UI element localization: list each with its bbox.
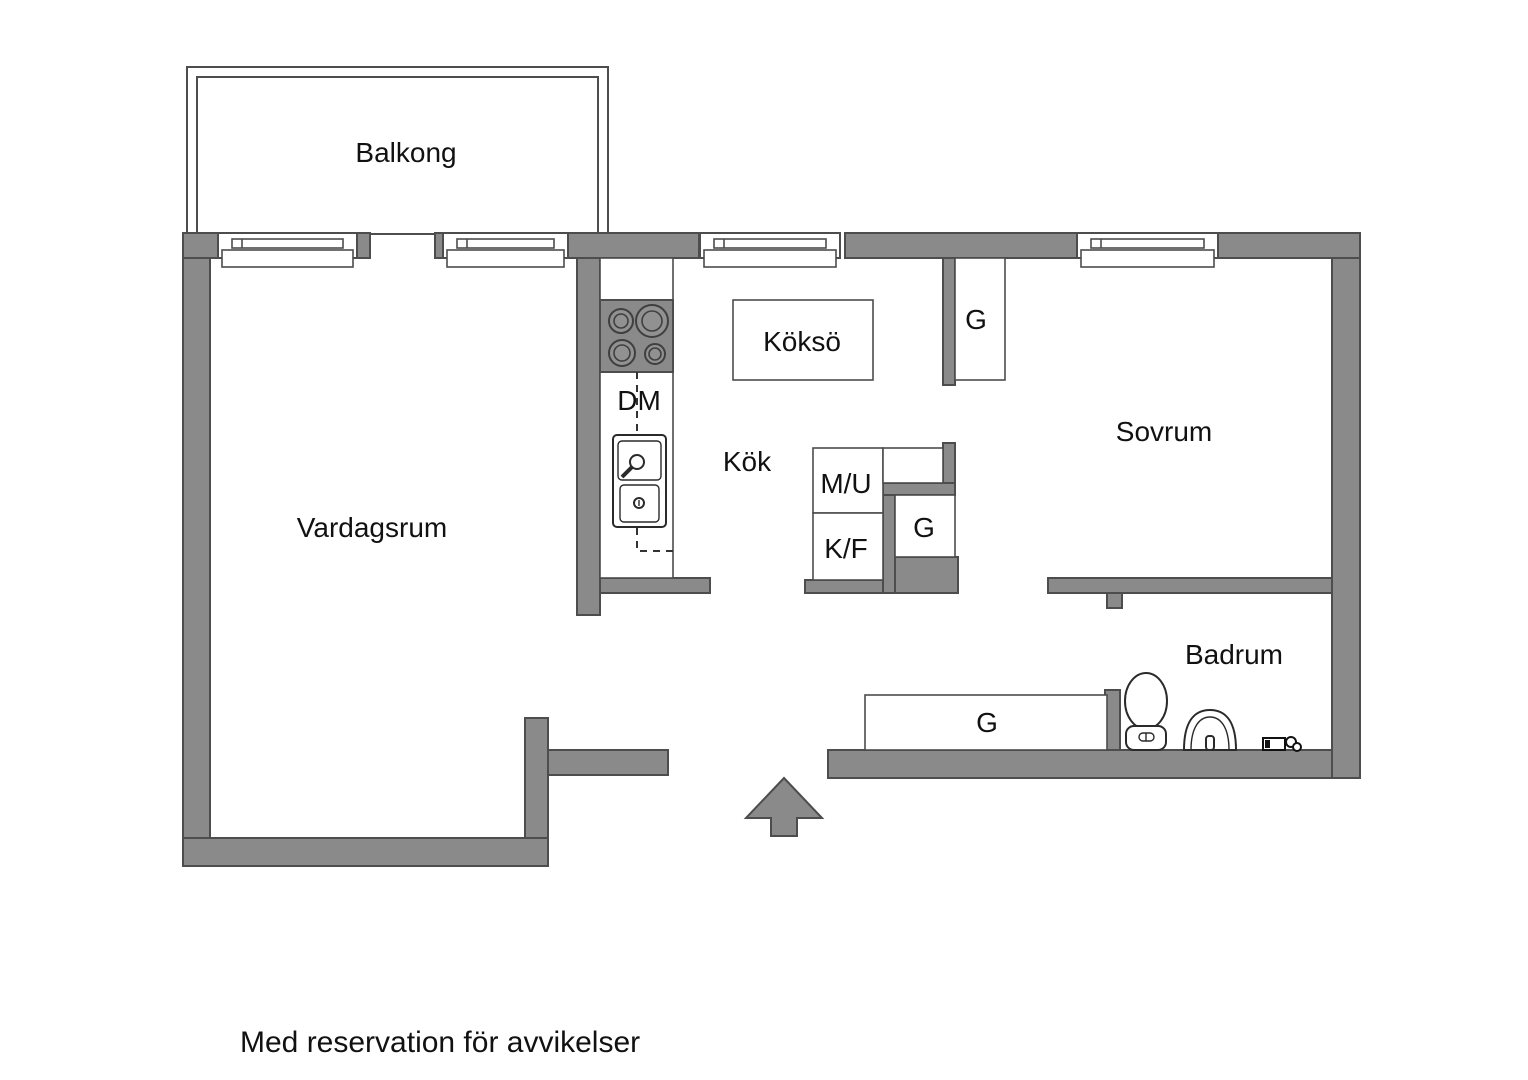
stove-burner-ring xyxy=(648,347,662,361)
window-sill xyxy=(1080,249,1215,268)
label-kitchen: Kök xyxy=(723,446,772,477)
entrance-arrow-icon xyxy=(743,776,825,837)
stove-burner-ring xyxy=(613,344,631,362)
sink-faucet xyxy=(629,454,645,470)
wardrobe-top-box xyxy=(954,257,1006,381)
label-fridge-freezer: K/F xyxy=(824,533,868,564)
window-living-room-left xyxy=(217,232,358,268)
wall-under-kf xyxy=(804,579,884,594)
microwave-oven-box xyxy=(812,447,884,514)
cabinet-box xyxy=(882,447,944,484)
window-glass xyxy=(713,238,827,249)
window-sill xyxy=(446,249,565,268)
stove-burner xyxy=(608,308,634,334)
wall-bedroom-bottom xyxy=(1047,577,1361,594)
window-living-room-right xyxy=(442,232,569,268)
washbasin-tap xyxy=(1205,735,1215,751)
toilet-icon xyxy=(1124,672,1168,751)
sink-basin-top xyxy=(617,440,662,481)
wall-bottom-hall-bathroom xyxy=(827,749,1361,779)
wall-top-middle xyxy=(844,232,1078,259)
walls xyxy=(182,232,1361,867)
wall-entry-jut xyxy=(547,749,669,776)
wall-top-kitchen xyxy=(567,232,700,259)
stove-burner-ring xyxy=(613,313,629,329)
laundry-connection-icon xyxy=(1262,736,1302,752)
label-bedroom: Sovrum xyxy=(1116,416,1212,447)
laundry-valve-small xyxy=(1292,742,1302,752)
wall-top-left-pier xyxy=(182,232,223,259)
wall-bottom-living-room xyxy=(182,837,549,867)
stove-burner-ring xyxy=(641,310,663,332)
stove-burner xyxy=(644,343,666,365)
stove-burner xyxy=(608,339,636,367)
balcony-outline xyxy=(186,66,609,235)
window-bedroom xyxy=(1076,232,1219,268)
wardrobe-hall-box xyxy=(864,694,1108,751)
label-wardrobe-hall: G xyxy=(976,707,998,738)
washbasin-icon xyxy=(1182,708,1238,751)
kitchen-sink-icon xyxy=(612,434,667,528)
wall-kf-right xyxy=(882,494,896,594)
stove-icon xyxy=(599,299,674,373)
window-glass xyxy=(456,238,555,249)
toilet-bowl xyxy=(1124,672,1168,730)
label-balcony: Balkong xyxy=(355,137,456,168)
wall-pier-window1 xyxy=(356,232,371,259)
label-living-room: Vardagsrum xyxy=(297,512,447,543)
sink-basin-bottom xyxy=(619,484,660,523)
washbasin-outer xyxy=(1182,708,1238,751)
stove-burner xyxy=(635,304,669,338)
sink-outer xyxy=(612,434,667,528)
wall-hall-divider xyxy=(942,257,956,386)
window-glass xyxy=(231,238,344,249)
disclaimer-text: Med reservation för avvikelser xyxy=(240,1026,640,1059)
wall-kitchen-left xyxy=(576,257,601,616)
washbasin-inner xyxy=(1190,716,1230,751)
label-wardrobe-top: G xyxy=(965,304,987,335)
fridge-freezer-box xyxy=(812,512,884,581)
window-sill xyxy=(221,249,354,268)
wall-mu-under xyxy=(882,482,956,496)
wardrobe-kitchen-box xyxy=(894,494,956,558)
wall-under-wardrobe-kitchen xyxy=(894,556,959,594)
label-kitchen-island: Köksö xyxy=(763,326,841,357)
window-glass xyxy=(1090,238,1205,249)
kitchen-island-box xyxy=(732,299,874,381)
label-wardrobe-kitchen: G xyxy=(913,512,935,543)
label-dishwasher: DM xyxy=(617,385,661,416)
wall-kitchen-bottom-jut xyxy=(599,577,711,594)
window-sill xyxy=(703,249,837,268)
label-microwave-oven: M/U xyxy=(820,468,871,499)
wall-entry-vertical xyxy=(524,717,549,839)
wall-top-right xyxy=(1217,232,1361,259)
wall-right xyxy=(1331,257,1361,779)
wall-bathroom-door-jamb-top xyxy=(1106,592,1123,609)
balcony-inner-line xyxy=(196,76,599,235)
wall-left xyxy=(182,257,211,867)
laundry-box-fill xyxy=(1265,740,1270,748)
wall-pier-window2 xyxy=(434,232,444,259)
window-kitchen xyxy=(699,232,841,268)
label-bathroom: Badrum xyxy=(1185,639,1283,670)
